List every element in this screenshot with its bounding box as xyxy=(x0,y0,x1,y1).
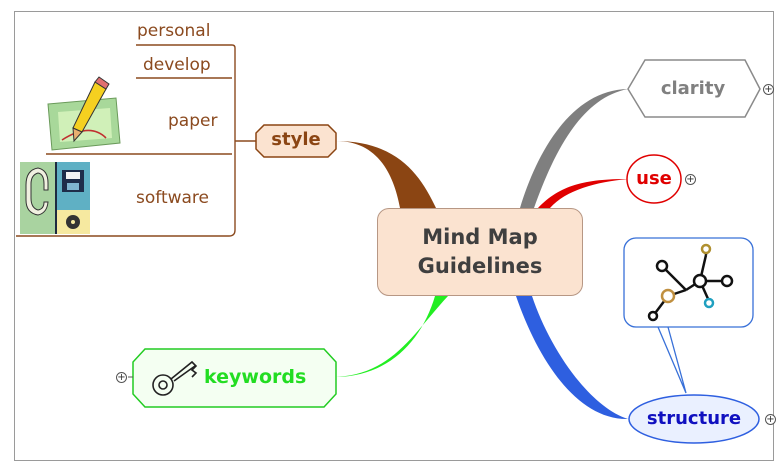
central-topic[interactable]: Mind Map Guidelines xyxy=(377,208,583,296)
keywords-expand-plus-icon[interactable]: + xyxy=(116,372,127,383)
branch-connectors xyxy=(16,44,761,444)
subtopic-develop[interactable]: develop xyxy=(143,55,211,75)
subtopic-paper[interactable]: paper xyxy=(168,111,218,131)
central-topic-line2: Guidelines xyxy=(417,254,543,278)
clarity-expand-plus-icon[interactable]: + xyxy=(763,84,774,95)
pencil-paper-icon xyxy=(47,76,121,151)
structure-topic-label[interactable]: structure xyxy=(646,408,742,429)
style-branch-connector xyxy=(336,141,436,208)
style-subtopic-tree xyxy=(16,44,257,237)
structure-topic-shape[interactable] xyxy=(628,394,760,444)
style-topic-label[interactable]: style xyxy=(271,129,321,150)
keywords-topic-shape[interactable] xyxy=(132,348,337,408)
use-topic-shape[interactable] xyxy=(626,154,682,204)
style-topic-shape[interactable] xyxy=(255,124,337,158)
clarity-topic-label[interactable]: clarity xyxy=(660,78,726,99)
mind-map-canvas: personal develop paper software style Mi… xyxy=(14,11,776,461)
central-topic-line1: Mind Map xyxy=(422,225,538,249)
use-topic-label[interactable]: use xyxy=(636,168,672,189)
structure-callout-tail xyxy=(657,326,687,394)
molecule-icon xyxy=(647,243,734,322)
structure-branch-connector xyxy=(516,296,628,420)
keywords-topic-label[interactable]: keywords xyxy=(204,366,307,388)
structure-expand-plus-icon[interactable]: + xyxy=(765,414,776,425)
subtopic-software[interactable]: software xyxy=(136,188,210,208)
keywords-branch-connector xyxy=(336,296,448,377)
software-clipart-icon xyxy=(20,162,90,234)
clarity-branch-connector xyxy=(520,89,628,208)
structure-callout-box xyxy=(623,237,754,328)
use-branch-connector xyxy=(538,179,628,208)
use-expand-plus-icon[interactable]: + xyxy=(685,174,696,185)
subtopic-personal[interactable]: personal xyxy=(137,21,211,41)
clarity-topic-shape[interactable] xyxy=(627,59,761,118)
key-icon xyxy=(152,360,198,396)
